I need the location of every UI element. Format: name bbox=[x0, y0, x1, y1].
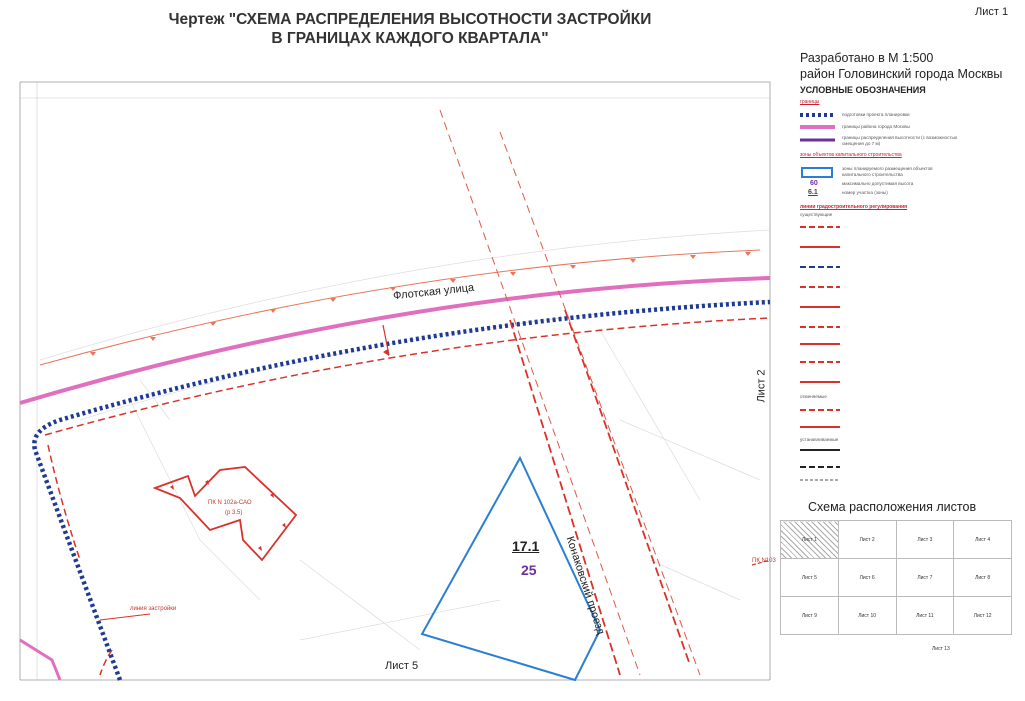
sheet-5-label: Лист 5 bbox=[385, 660, 419, 672]
district-boundary-lower bbox=[19, 638, 62, 681]
title-line-2: В ГРАНИЦАХ КАЖДОГО КВАРТАЛА" bbox=[271, 30, 549, 47]
zone-height-label: 25 bbox=[521, 562, 537, 578]
legend-item-district-boundary: границы района города Москвы bbox=[842, 124, 910, 129]
red-line-existing-top bbox=[39, 249, 761, 366]
legend-num-zone: 6.1 bbox=[808, 189, 818, 196]
legend-heading: УСЛОВНЫЕ ОБОЗНАЧЕНИЯ bbox=[800, 85, 926, 95]
scale-line: Разработано в М 1:500 bbox=[800, 51, 934, 65]
sheet-number: Лист 1 bbox=[975, 6, 1009, 18]
planning-boundary-line bbox=[32, 299, 771, 681]
sheet-cell[interactable]: Лист 3 bbox=[895, 520, 955, 559]
leader-line bbox=[99, 613, 151, 621]
setback-line-left bbox=[47, 444, 81, 561]
red-line-ticks bbox=[90, 252, 751, 356]
legend-section-lines: линии градостроительного регулирования bbox=[800, 204, 908, 210]
sheet-cell[interactable]: Лист 12 bbox=[953, 596, 1012, 635]
legend-item-zone-number: номер участка (зоны) bbox=[842, 190, 888, 195]
sheet-cell[interactable]: Лист 9 bbox=[780, 596, 839, 635]
pk-zone-label: ПК N 102а-САО bbox=[208, 500, 252, 506]
sheet-layout-grid: Лист 1 Лист 2 Лист 3 Лист 4 Лист 5 Лист … bbox=[780, 520, 1012, 635]
legend-panel: УСЛОВНЫЕ ОБОЗНАЧЕНИЯ границы подготовки … bbox=[780, 82, 1005, 487]
legend-symbols bbox=[800, 113, 840, 481]
zone-id-label: 17.1 bbox=[512, 538, 540, 554]
district-line: район Головинский города Москвы bbox=[800, 67, 1003, 81]
sheet-layout-title: Схема расположения листов bbox=[808, 500, 977, 514]
sheet-cell[interactable]: Лист 2 bbox=[837, 520, 897, 559]
sheet-cell[interactable]: Лист 10 bbox=[837, 596, 897, 635]
legend-num-height: 60 bbox=[810, 180, 818, 187]
sheet-cell[interactable]: Лист 6 bbox=[837, 558, 897, 597]
legend-item-planning-boundary: подготовки проекта планировки bbox=[842, 112, 910, 117]
pk-zone-sublabel: (р 3.5) bbox=[225, 510, 243, 516]
setback-line-upper bbox=[44, 317, 771, 436]
title-line-1: Чертеж "СХЕМА РАСПРЕДЕЛЕНИЯ ВЫСОТНОСТИ З… bbox=[168, 11, 652, 28]
legend-cancelled: отменяемые bbox=[800, 394, 827, 399]
sheet-cell[interactable]: Лист 1 bbox=[780, 520, 839, 559]
zone-17-1-polygon bbox=[420, 455, 602, 682]
legend-item-max-height: максимально допустимая высота bbox=[842, 181, 914, 186]
legend-item-height-boundary: границы распределения высотности (с возм… bbox=[842, 135, 958, 146]
drawing-title: Чертеж "СХЕМА РАСПРЕДЕЛЕНИЯ ВЫСОТНОСТИ З… bbox=[150, 10, 670, 48]
district-boundary-line bbox=[19, 276, 771, 405]
road-centerline-a bbox=[439, 109, 641, 676]
legend-established: устанавливаемые bbox=[800, 437, 839, 442]
protected-zone-polygon bbox=[152, 466, 298, 562]
pk-right-label: ПК N103 bbox=[752, 558, 776, 564]
road-red-line-right bbox=[564, 309, 691, 666]
sheet-cell[interactable]: Лист 8 bbox=[953, 558, 1012, 597]
sheet-cell[interactable]: Лист 5 bbox=[780, 558, 839, 597]
legend-section-borders: границы bbox=[800, 99, 820, 105]
road-centerline-b bbox=[499, 131, 701, 676]
sheet-cell[interactable]: Лист 11 bbox=[895, 596, 955, 635]
sheet-2-label: Лист 2 bbox=[755, 369, 768, 403]
scale-info: Разработано в М 1:500 район Головинский … bbox=[800, 50, 1002, 82]
sheet-cell-13[interactable]: Лист 13 bbox=[932, 646, 950, 652]
road-red-line-left bbox=[509, 319, 621, 676]
legend-existing: существующие bbox=[800, 212, 833, 217]
sheet-cell[interactable]: Лист 7 bbox=[895, 558, 955, 597]
legend-section-zones: зоны объектов капитального строительства bbox=[800, 152, 902, 158]
legend-item-zones: зоны планируемого размещения объектов ка… bbox=[842, 166, 933, 177]
sheet-cell[interactable]: Лист 4 bbox=[953, 520, 1012, 559]
leader-note-label: линия застройки bbox=[130, 606, 177, 612]
